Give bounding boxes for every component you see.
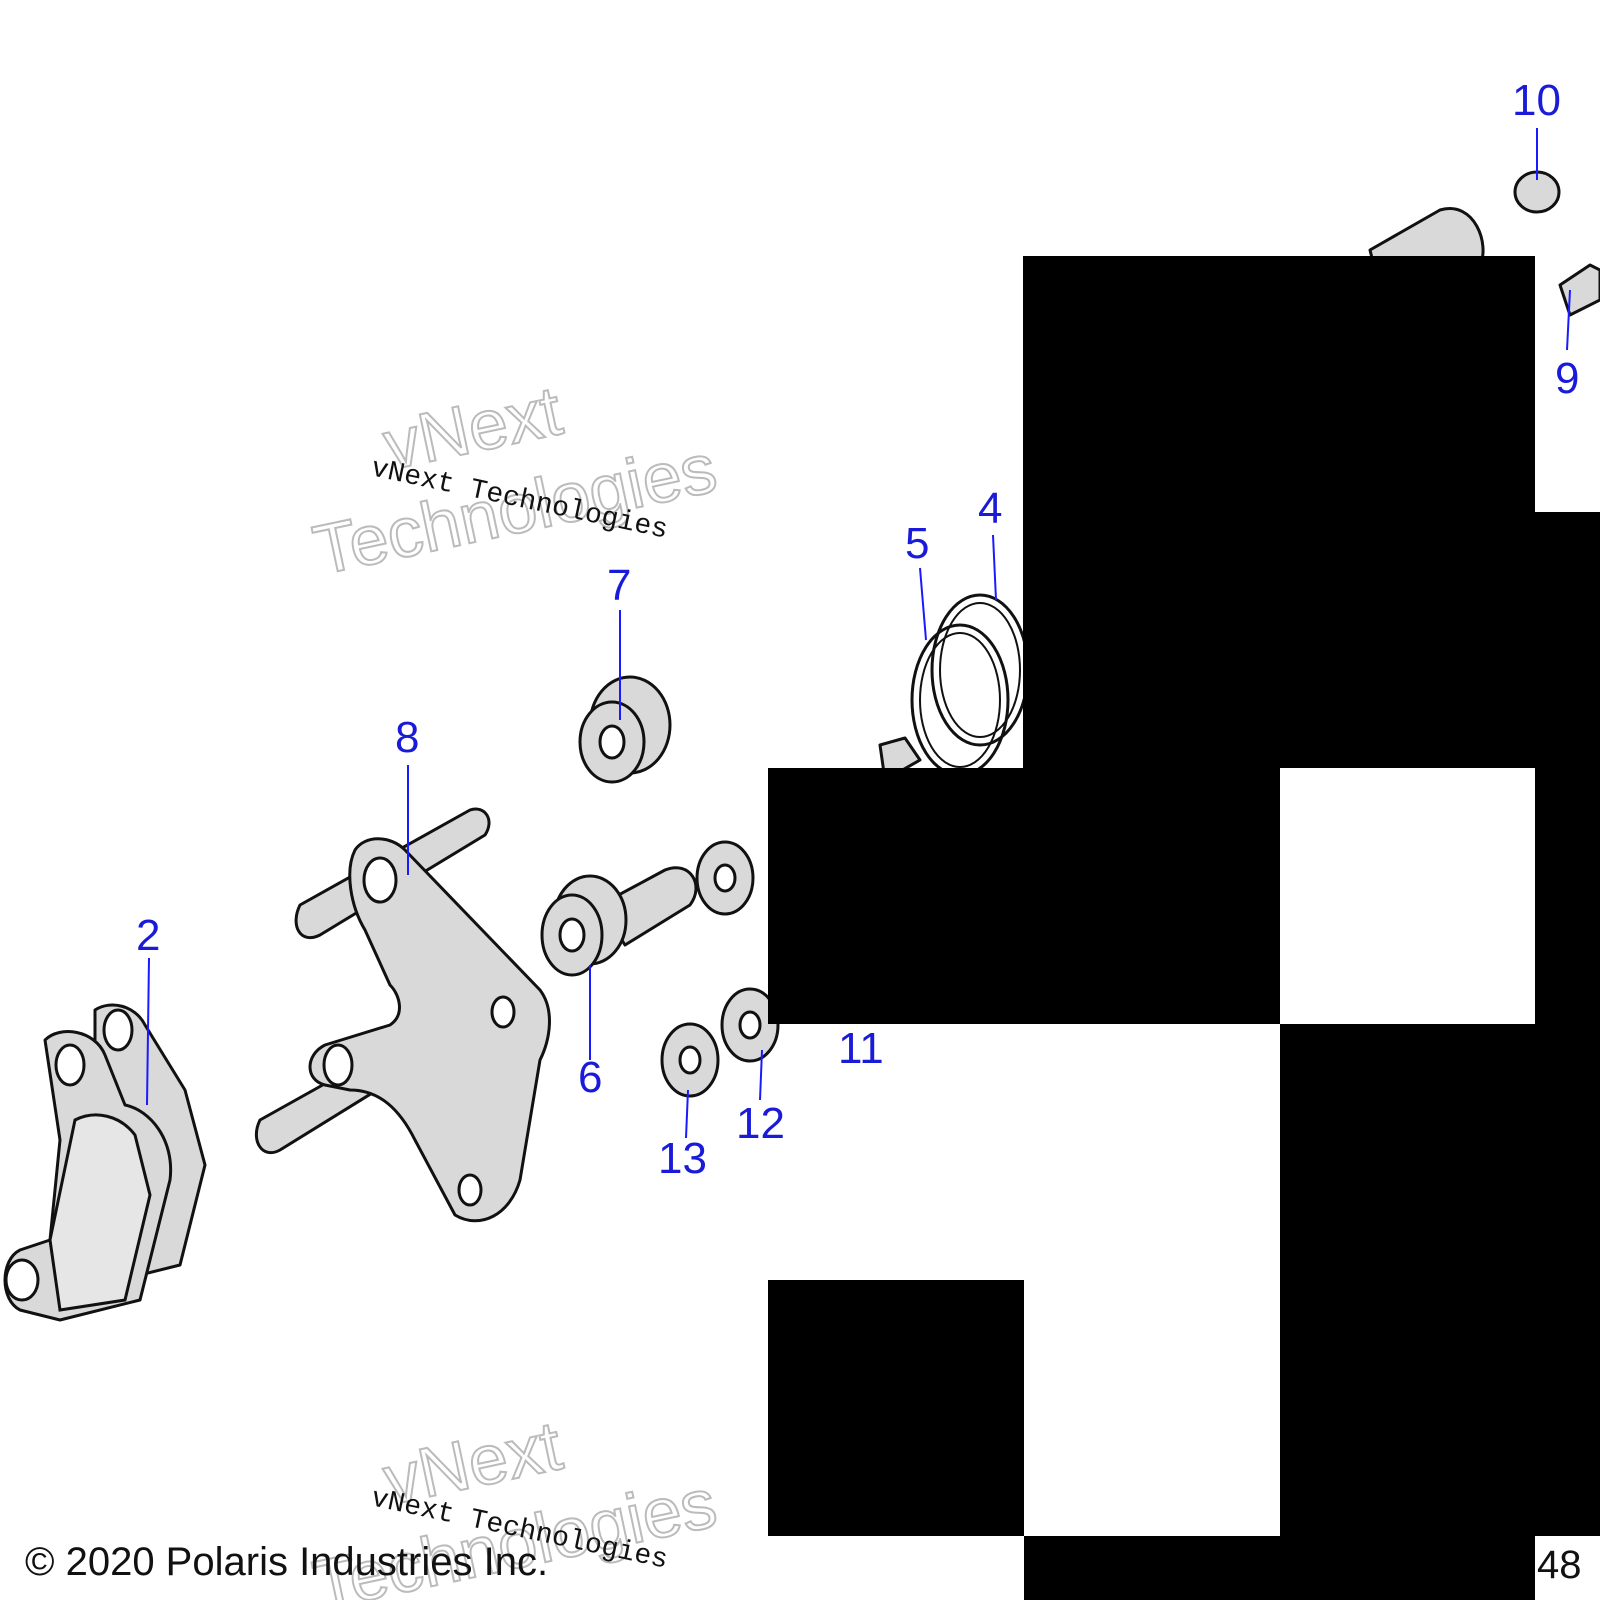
redaction-block (1535, 512, 1600, 1600)
callout-10: 10 (1512, 76, 1561, 125)
callout-12: 12 (736, 1099, 785, 1148)
redaction-block (768, 1280, 1024, 1536)
bolt-boot-part-6 (540, 866, 698, 977)
callout-8: 8 (395, 713, 419, 762)
redaction-block (768, 768, 1280, 1024)
callout-11: 11 (838, 1024, 884, 1073)
callout-4: 4 (978, 484, 1002, 533)
redaction-block (1024, 1536, 1535, 1600)
redaction-block (1280, 1024, 1535, 1280)
callout-2: 2 (136, 911, 160, 960)
copyright-text: © 2020 Polaris Industries Inc. (25, 1540, 548, 1584)
caliper-bracket (254, 807, 551, 1223)
redaction-block (1023, 256, 1535, 768)
washers-upper (695, 840, 755, 916)
bleeder-part-9 (1558, 263, 1600, 317)
callout-9: 9 (1555, 354, 1579, 403)
callout-labels: 2 4 5 6 7 8 9 10 11 12 13 (136, 76, 1579, 1183)
leader-lines (146, 128, 1571, 1139)
callout-5: 5 (905, 519, 929, 568)
callout-6: 6 (578, 1053, 602, 1102)
washer-12 (720, 987, 780, 1063)
redaction-blocks (768, 256, 1600, 1600)
seal-ring-4 (930, 593, 1030, 747)
boot-part-7 (578, 675, 672, 784)
page-number: 48 (1537, 1543, 1582, 1587)
washer-13 (660, 1022, 720, 1098)
redaction-block (1280, 1280, 1535, 1536)
brake-pad-assembly (3, 1003, 207, 1322)
callout-7: 7 (607, 561, 631, 610)
callout-13: 13 (658, 1134, 707, 1183)
seal-ring-5 (910, 623, 1010, 777)
watermark-top: vNext Technologies vNext Technologies (306, 370, 724, 590)
